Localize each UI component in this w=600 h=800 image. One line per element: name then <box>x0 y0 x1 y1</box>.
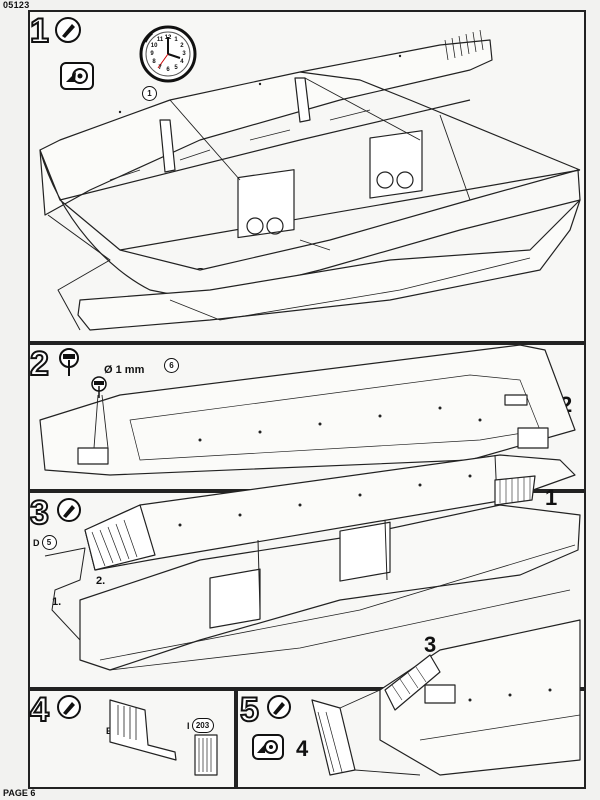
order-label-1: 1. <box>52 596 62 608</box>
clock-number: 3 <box>182 51 186 57</box>
step-5-number: 5 <box>239 691 260 729</box>
clock-number: 1 <box>174 37 178 44</box>
deck-grille <box>84 504 156 571</box>
grille-part-i203 <box>194 734 218 776</box>
clock-number: 10 <box>150 43 158 49</box>
step-2-number: 2 <box>29 345 50 383</box>
frame-a3 <box>237 169 295 239</box>
drill-size-label: Ø 1 mm <box>104 364 145 376</box>
rail-part-e8 <box>109 699 177 761</box>
assembly-label-3: 3 <box>424 632 437 657</box>
kit-code: 05123 <box>3 0 30 10</box>
clock-number: 11 <box>156 37 164 44</box>
glue-icon <box>55 17 81 43</box>
clock-number: 6 <box>166 67 170 73</box>
clock-number: 2 <box>180 43 184 49</box>
glue-icon <box>57 695 81 719</box>
drill-icon <box>59 348 79 376</box>
clock-icon <box>139 25 197 83</box>
glue-icon <box>57 498 81 522</box>
page-number: PAGE 6 <box>3 788 36 798</box>
frame-a4 <box>369 130 423 199</box>
deck-assembly <box>84 454 576 571</box>
assembly-label-4: 4 <box>296 736 309 761</box>
clock-number: 7 <box>158 64 162 71</box>
clock-number: 5 <box>174 64 178 71</box>
order-label-2: 2. <box>96 575 106 587</box>
clock-number: 8 <box>152 59 156 65</box>
clock-number: 4 <box>180 59 184 65</box>
tape-icon <box>60 62 94 90</box>
step-3-number: 3 <box>29 494 50 532</box>
transom-part <box>311 699 356 776</box>
part-label-1: 1 <box>142 86 157 101</box>
glue-icon <box>267 695 291 719</box>
hull-assembly <box>79 504 581 671</box>
clock-number: 12 <box>164 35 172 41</box>
step-1-number: 1 <box>29 12 50 50</box>
assembly-label-1: 1 <box>545 485 558 510</box>
clock-number: 9 <box>150 51 154 57</box>
step-4-number: 4 <box>29 691 50 729</box>
tape-icon <box>252 734 284 760</box>
drill-icon-small <box>91 376 107 398</box>
hull-part-2 <box>77 199 581 331</box>
part-label-6: 6 <box>164 358 179 373</box>
